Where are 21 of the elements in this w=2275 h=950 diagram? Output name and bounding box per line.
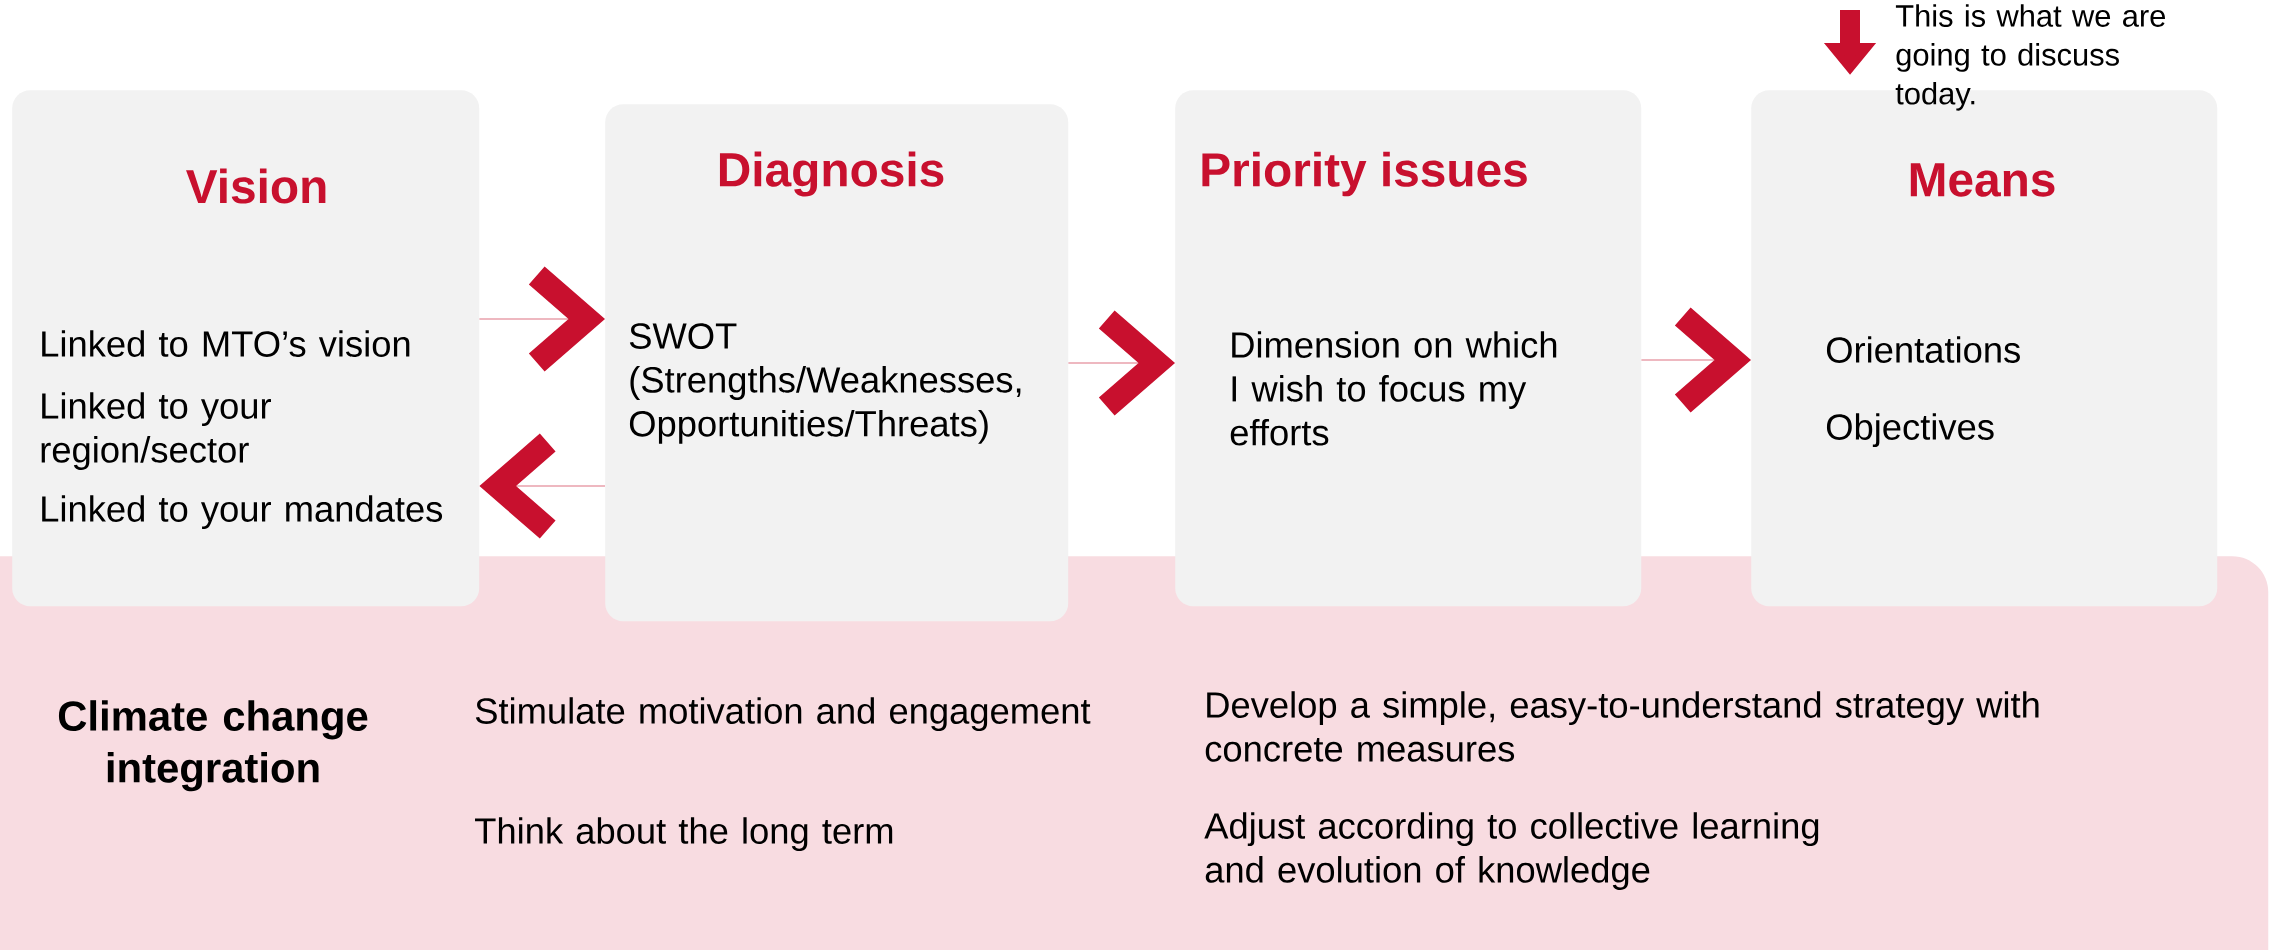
band-heading: Climate change integration: [58, 700, 368, 792]
stage-title: Diagnosis: [719, 151, 944, 197]
stage-box: [605, 104, 1069, 622]
stage-box: [1175, 90, 1642, 607]
note-text: This is what we are going to discuss today.: [1895, 4, 2165, 111]
stage-title: Means: [1910, 163, 2055, 197]
body-text: Linked to MTO’s vision: [42, 330, 410, 357]
body-text: Orientations: [1826, 336, 2020, 363]
body-text: Stimulate motivation and engagement: [475, 697, 1091, 732]
body-text: Linked to your region/sector: [41, 392, 271, 470]
body-text: Objectives: [1826, 413, 1994, 448]
stage-box: [12, 90, 480, 607]
stage-box: [1751, 4, 2218, 607]
body-text: Develop a simple, easy-to-understand strategy with concrete measures: [1205, 691, 2039, 762]
body-text: Think about the long term: [475, 817, 893, 852]
stage-title: Vision: [186, 168, 326, 204]
body-text: SWOT (Strengths/Weaknesses, Opportunities/Threats): [629, 323, 1021, 444]
body-text: Linked to your mandates: [42, 495, 443, 530]
stage-title: Priority issues: [1202, 151, 1527, 197]
body-text: Dimension on which I wish to focus my efforts: [1230, 331, 1557, 446]
body-text: Adjust according to collective learning and evolution of knowledge: [1204, 812, 1819, 890]
